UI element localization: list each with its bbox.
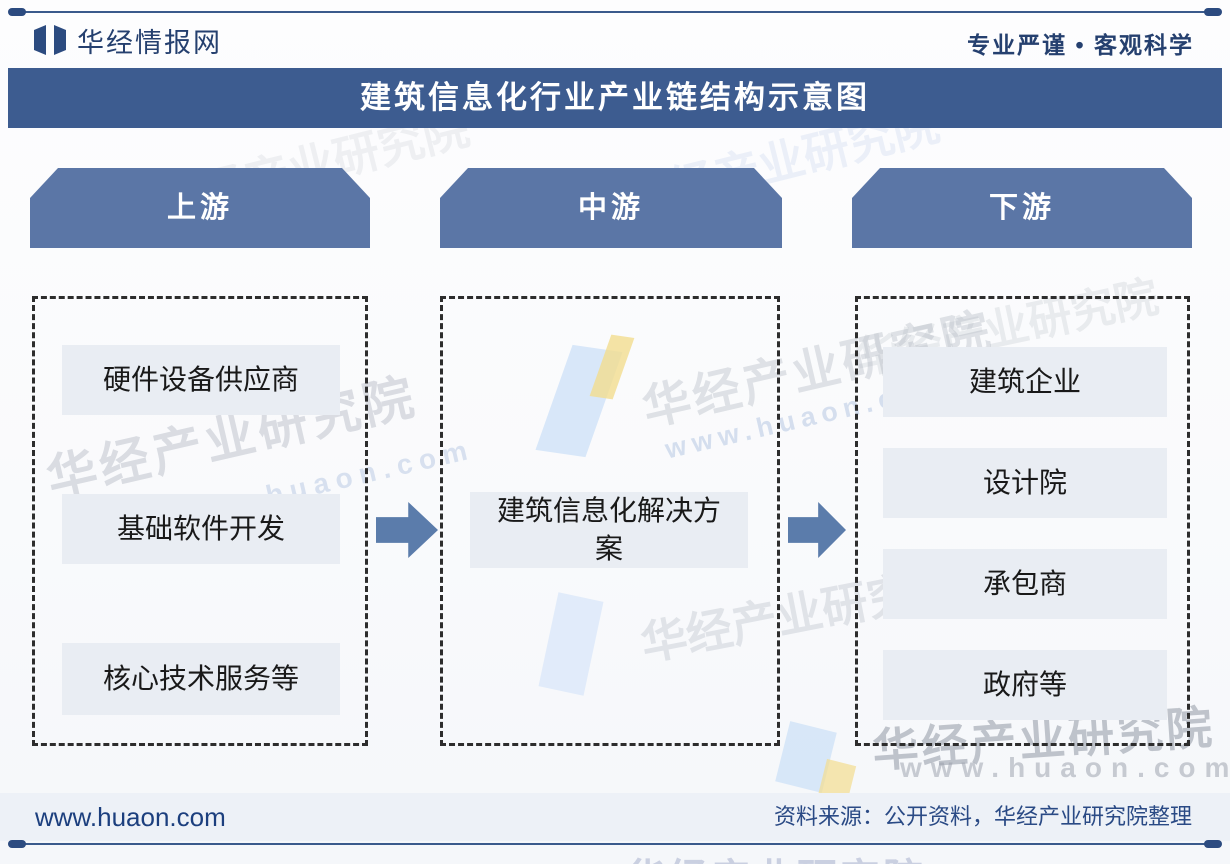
- footer-website: www.huaon.com: [35, 802, 226, 832]
- right-arrow-icon: [376, 502, 438, 558]
- upstream-item: 核心技术服务等: [62, 643, 340, 715]
- column-header-midstream: 中游: [440, 168, 782, 248]
- rule-cap: [1204, 840, 1222, 848]
- column-header-upstream: 上游: [30, 168, 370, 248]
- downstream-item: 设计院: [883, 448, 1167, 518]
- column-header-downstream: 下游: [852, 168, 1192, 248]
- footer-bar: [0, 793, 1230, 841]
- midstream-group-box: [440, 296, 780, 746]
- watermark-url: www.huaon.com: [900, 752, 1230, 783]
- upstream-group-box: [32, 296, 368, 746]
- watermark-shape: [775, 721, 837, 793]
- brand-header: 华经情报网: [33, 22, 222, 58]
- upstream-item: 基础软件开发: [62, 494, 340, 564]
- downstream-item: 建筑企业: [883, 347, 1167, 417]
- footer-source: 资料来源：公开资料，华经产业研究院整理: [773, 804, 1192, 829]
- watermark-text: 华经产业研究院: [625, 846, 926, 864]
- brand-slogan: 专业严谨 • 客观科学: [967, 32, 1194, 58]
- rule-cap: [8, 8, 26, 16]
- downstream-group-box: [855, 296, 1190, 746]
- top-rule: [16, 11, 1214, 13]
- right-arrow-icon: [788, 502, 846, 558]
- downstream-item: 政府等: [883, 650, 1167, 720]
- open-book-icon: [34, 25, 66, 55]
- bottom-rule: [16, 843, 1214, 845]
- rule-cap: [8, 840, 26, 848]
- midstream-item: 建筑信息化解决方案: [470, 492, 748, 568]
- brand-name: 华经情报网: [77, 27, 222, 58]
- rule-cap: [1204, 8, 1222, 16]
- page-title: 建筑信息化行业产业链结构示意图: [8, 68, 1222, 128]
- upstream-item: 硬件设备供应商: [62, 345, 340, 415]
- downstream-item: 承包商: [883, 549, 1167, 619]
